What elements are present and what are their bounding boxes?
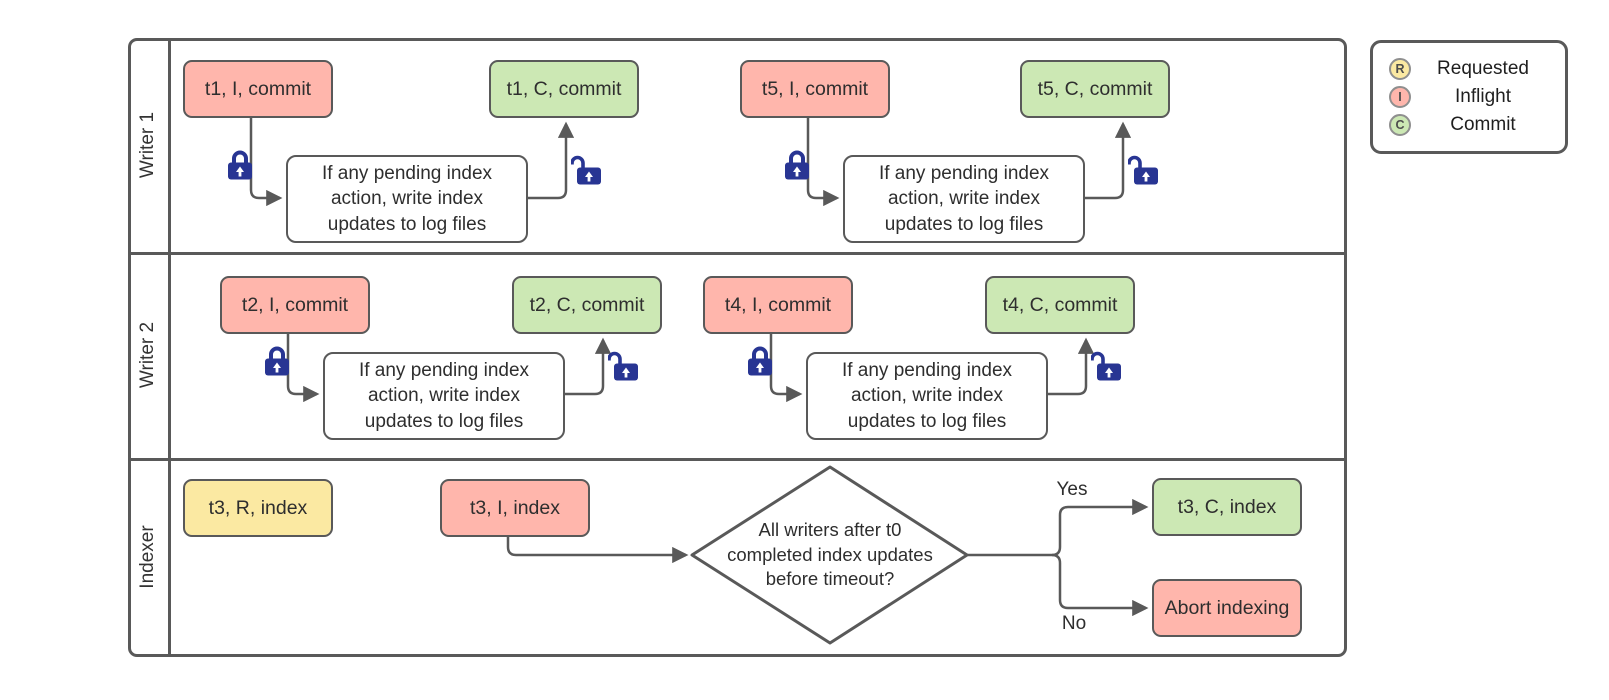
lock-open-icon (571, 155, 601, 185)
note-line: action, write index (367, 385, 521, 407)
legend-row-inflight: I Inflight (1389, 83, 1555, 111)
connector-t5-inflight-to-note (806, 118, 840, 207)
note-line: updates to log files (884, 213, 1044, 235)
node-t5-inflight: t5, I, commit (740, 60, 890, 118)
requested-badge-icon: R (1389, 58, 1411, 80)
lane-divider-1 (131, 252, 1344, 255)
note-line: action, write index (330, 188, 484, 210)
note-pending-index-3: If any pending index action, write index… (323, 352, 565, 440)
node-t4-commit: t4, C, commit (985, 276, 1135, 334)
commit-badge-icon: C (1389, 114, 1411, 136)
connector-t1-inflight-to-note (249, 118, 283, 207)
note-line: If any pending index (358, 360, 530, 382)
connector-note-to-t1-commit (528, 121, 575, 200)
node-t2-commit: t2, C, commit (512, 276, 662, 334)
connector-t2-inflight-to-note (286, 334, 320, 403)
legend-label-requested: Requested (1437, 58, 1529, 79)
decision-line: completed index updates (727, 543, 933, 565)
lock-open-icon (608, 351, 638, 381)
branch-label-no: No (1061, 613, 1087, 634)
lock-open-icon (1128, 155, 1158, 185)
note-line: updates to log files (327, 213, 487, 235)
node-t1-inflight: t1, I, commit (183, 60, 333, 118)
node-t3-commit: t3, C, index (1152, 478, 1302, 536)
node-t5-commit: t5, C, commit (1020, 60, 1170, 118)
legend-row-requested: R Requested (1389, 55, 1555, 83)
lock-closed-icon (748, 346, 772, 376)
lock-open-icon (1091, 351, 1121, 381)
inflight-badge-icon: I (1389, 86, 1411, 108)
connector-branch-no (1051, 553, 1149, 617)
node-abort-indexing: Abort indexing (1152, 579, 1302, 637)
note-pending-index-4: If any pending index action, write index… (806, 352, 1048, 440)
note-pending-index-2: If any pending index action, write index… (843, 155, 1085, 243)
legend-row-commit: C Commit (1389, 111, 1555, 139)
legend-letter: R (1395, 62, 1405, 76)
legend-label-inflight: Inflight (1455, 86, 1511, 107)
note-line: updates to log files (364, 410, 524, 432)
connector-note-to-t5-commit (1085, 121, 1132, 200)
branch-label-yes: Yes (1056, 479, 1088, 500)
lane-label-indexer: Indexer (137, 525, 158, 589)
connector-t4-inflight-to-note (769, 334, 803, 403)
node-t1-commit: t1, C, commit (489, 60, 639, 118)
lock-closed-icon (265, 346, 289, 376)
connector-t3-inflight-to-decision (506, 537, 689, 564)
connector-note-to-t4-commit (1048, 337, 1095, 396)
connector-note-to-t2-commit (565, 337, 612, 396)
note-line: updates to log files (847, 410, 1007, 432)
lane-label-column-divider (168, 41, 171, 654)
node-t4-inflight: t4, I, commit (703, 276, 853, 334)
note-line: action, write index (850, 385, 1004, 407)
lane-label-writer-2: Writer 2 (137, 321, 158, 389)
decision-line: All writers after t0 (758, 519, 902, 541)
lane-label-writer-1: Writer 1 (137, 111, 158, 179)
legend: R Requested I Inflight C Commit (1370, 40, 1568, 154)
node-t2-inflight: t2, I, commit (220, 276, 370, 334)
legend-letter: I (1398, 90, 1402, 104)
node-t3-inflight: t3, I, index (440, 479, 590, 537)
legend-label-commit: Commit (1450, 114, 1516, 135)
decision-line: before timeout? (765, 568, 895, 590)
note-line: If any pending index (321, 163, 493, 185)
decision-diamond (690, 465, 969, 645)
decision-text: All writers after t0 completed index upd… (700, 518, 960, 592)
note-pending-index-1: If any pending index action, write index… (286, 155, 528, 243)
note-line: action, write index (887, 188, 1041, 210)
lock-closed-icon (785, 150, 809, 180)
node-t3-requested: t3, R, index (183, 479, 333, 537)
note-line: If any pending index (878, 163, 1050, 185)
legend-letter: C (1395, 118, 1405, 132)
lane-divider-2 (131, 458, 1344, 461)
note-line: If any pending index (841, 360, 1013, 382)
connector-branch-yes (1051, 498, 1149, 557)
lock-closed-icon (228, 150, 252, 180)
